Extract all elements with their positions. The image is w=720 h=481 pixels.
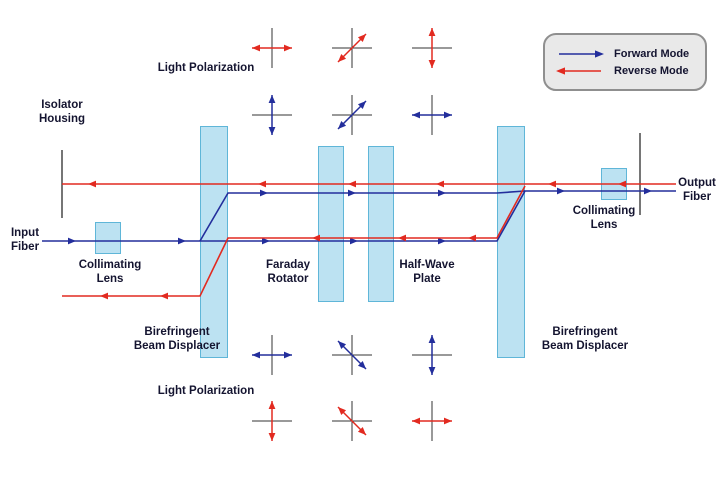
beam-arrowhead: [436, 180, 444, 188]
polarization-symbol-d135: [332, 401, 372, 441]
beam-arrowhead: [357, 34, 366, 43]
beam-arrowhead: [357, 360, 366, 369]
beam-arrowhead: [557, 187, 565, 195]
polarization-symbol-d135: [332, 335, 372, 375]
label-birefringent-right: Birefringent Beam Displacer: [541, 325, 629, 352]
polarization-symbol-h: [252, 335, 292, 375]
half-wave-plate-rect: [368, 146, 394, 302]
legend-reverse-label: Reverse Mode: [614, 64, 689, 77]
label-light-polarization-top: Light Polarization: [157, 61, 255, 74]
forward-beam-displaced: [199, 189, 526, 242]
beam-arrowhead: [357, 101, 366, 110]
faraday-rotator-rect: [318, 146, 344, 302]
label-collimating-lens-right: Collimating Lens: [572, 204, 636, 231]
beam-arrowhead: [260, 189, 268, 197]
beam-arrowhead: [268, 127, 276, 135]
beam-arrowhead: [618, 180, 626, 188]
legend-forward-row: Forward Mode: [555, 48, 695, 60]
beam-arrowhead: [252, 351, 260, 359]
beam-arrowhead: [428, 60, 436, 68]
beam-arrowhead: [438, 237, 446, 245]
legend-forward-label: Forward Mode: [614, 47, 690, 60]
beam-arrowhead: [68, 237, 76, 245]
beam-arrowhead: [284, 44, 292, 52]
beam-arrowhead: [268, 401, 276, 409]
beam-arrowhead: [468, 234, 476, 242]
forward-beam-main: [42, 187, 676, 245]
beam-arrowhead: [160, 292, 168, 300]
beam-arrowhead: [262, 237, 270, 245]
beam-arrowhead: [88, 180, 96, 188]
legend: Forward Mode Reverse Mode: [543, 33, 707, 91]
forward-mode-arrow-icon: [559, 49, 604, 58]
label-birefringent-left: Birefringent Beam Displacer: [133, 325, 221, 352]
beam-arrowhead: [357, 426, 366, 435]
beam-arrowhead: [412, 417, 420, 425]
beam-arrowhead: [444, 111, 452, 119]
beam-arrowhead: [100, 292, 108, 300]
beam-arrowhead: [338, 407, 347, 416]
beam-arrowhead: [548, 180, 556, 188]
beam-arrowhead: [338, 53, 347, 62]
beam-arrowhead: [444, 417, 452, 425]
beam-arrowhead: [348, 180, 356, 188]
reverse-beam-displaced: [62, 185, 526, 300]
birefringent-displacer-left-rect: [200, 126, 228, 358]
beam-arrowhead: [412, 111, 420, 119]
collimating-lens-left-rect: [95, 222, 121, 254]
label-isolator-housing: Isolator Housing: [39, 98, 85, 125]
reverse-beam-straight: [62, 180, 676, 188]
beam-arrowhead: [252, 44, 260, 52]
beam-arrowhead: [268, 95, 276, 103]
beam-arrowhead: [428, 28, 436, 36]
polarization-symbol-v: [252, 401, 292, 441]
beam-arrowhead: [348, 189, 356, 197]
beam-arrowhead: [428, 367, 436, 375]
polarization-symbol-v: [412, 335, 452, 375]
polarization-symbol-h: [252, 28, 292, 68]
label-light-polarization-bottom: Light Polarization: [157, 384, 255, 397]
beam-arrowhead: [338, 120, 347, 129]
polarization-symbol-h: [412, 401, 452, 441]
legend-reverse-row: Reverse Mode: [555, 65, 695, 77]
beam-arrowhead: [312, 234, 320, 242]
beam-arrowhead: [338, 341, 347, 350]
beam-arrowhead: [284, 351, 292, 359]
label-half-wave-plate: Half-Wave Plate: [399, 258, 455, 285]
beam-arrowhead: [350, 237, 358, 245]
label-input-fiber: Input Fiber: [10, 226, 40, 253]
beam-arrowhead: [644, 187, 652, 195]
beam-arrowhead: [178, 237, 186, 245]
beam-arrowhead: [428, 335, 436, 343]
polarization-symbol-d45: [332, 28, 372, 68]
beam-arrowhead: [438, 189, 446, 197]
reverse-mode-arrow-icon: [556, 66, 601, 75]
label-collimating-lens-left: Collimating Lens: [78, 258, 142, 285]
beam-arrowhead: [398, 234, 406, 242]
label-faraday-rotator: Faraday Rotator: [265, 258, 311, 285]
label-output-fiber: Output Fiber: [678, 176, 716, 203]
beam-arrowhead: [268, 433, 276, 441]
polarization-symbol-h: [412, 95, 452, 135]
polarization-symbol-v: [252, 95, 292, 135]
polarization-symbol-v: [412, 28, 452, 68]
polarization-symbol-d45: [332, 95, 372, 135]
birefringent-displacer-right-rect: [497, 126, 525, 358]
beam-arrowhead: [258, 180, 266, 188]
